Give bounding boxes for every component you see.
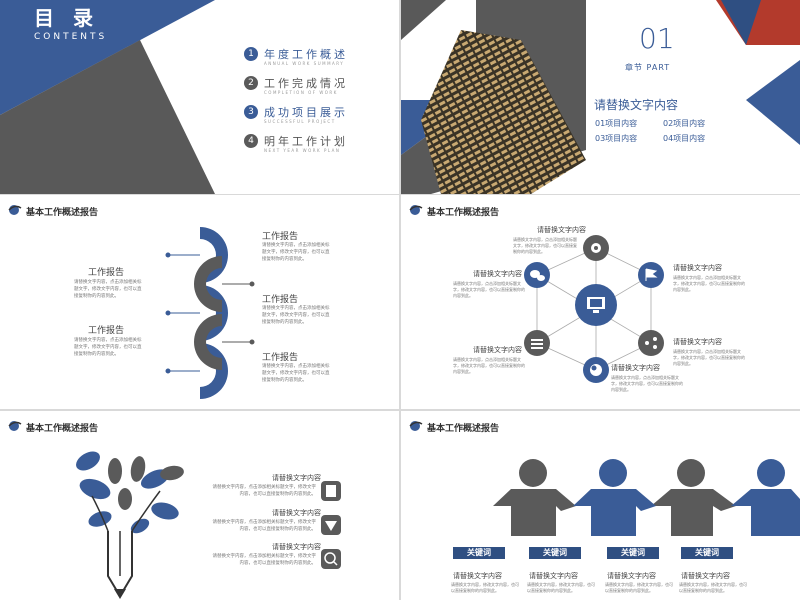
header-logo-icon — [409, 205, 423, 215]
tree-body-1: 请替换文字内容，点击添加相关标题文字，修改文字内容，也可以直接复制你的内容到此。 — [212, 485, 317, 497]
hex-body-top: 请替换文字内容，点击添加相关标题文字，修改文字内容，也可以直接复制你的内容到此。 — [513, 237, 577, 254]
hex-title-left-upper: 请替换文字内容 — [473, 270, 522, 278]
chapter-item-3[interactable]: 03项目内容 — [595, 134, 638, 143]
people-illustration — [493, 459, 800, 536]
fan-report-title-2: 工作报告 — [88, 268, 125, 278]
building-photo — [421, 30, 586, 194]
people-title-2: 请替换文字内容 — [529, 572, 578, 580]
tree-body-2: 请替换文字内容，点击添加相关标题文字，修改文字内容，也可以直接复制你的内容到此。 — [212, 520, 317, 532]
contents-background-shapes — [0, 0, 215, 194]
keyword-tag-4: 关键词 — [681, 547, 733, 559]
toc-number-2: 2 — [244, 76, 258, 90]
chapter-label: 章节 PART — [625, 63, 671, 72]
chapter-number: 01 — [639, 22, 675, 55]
fan-report-body-1: 请替换文字内容，点击添加相关标题文字，修改文字内容，也可以直接复制你的内容到此。 — [262, 243, 330, 262]
fan-report-title-5: 工作报告 — [262, 353, 299, 363]
slide-people[interactable]: 基本工作概述报告 关键词 关键词 关键词 关键词 请替换文字内容 请替换文字内容… — [401, 411, 800, 600]
keyword-tag-1: 关键词 — [453, 547, 505, 559]
chapter-item-1[interactable]: 01项目内容 — [595, 119, 638, 128]
people-title-1: 请替换文字内容 — [453, 572, 502, 580]
toc-item-2[interactable]: 工作完成情况 — [264, 77, 348, 90]
slide-header: 基本工作概述报告 — [26, 424, 99, 434]
contents-subtitle: CONTENTS — [34, 32, 108, 42]
hex-title-right-lower: 请替换文字内容 — [673, 338, 722, 346]
slide-contents[interactable]: 目 录 CONTENTS 1 年度工作概述 ANNUAL WORK SUMMAR… — [0, 0, 399, 194]
hex-body-right-lower: 请替换文字内容，点击添加相关标题文字，修改文字内容，也可以直接复制你的内容到此。 — [673, 349, 745, 366]
toc-number-3: 3 — [244, 105, 258, 119]
fan-report-title-4: 工作报告 — [88, 326, 125, 336]
keyword-tag-3: 关键词 — [607, 547, 659, 559]
toc-item-3[interactable]: 成功项目展示 — [264, 106, 348, 119]
hex-title-left-lower: 请替换文字内容 — [473, 346, 522, 354]
people-title-3: 请替换文字内容 — [607, 572, 656, 580]
chapter-item-4[interactable]: 04项目内容 — [663, 134, 706, 143]
tree-title-3: 请替换文字内容 — [272, 543, 321, 551]
toc-item-4-sub: NEXT YEAR WORK PLAN — [264, 148, 341, 153]
hex-body-left-lower: 请替换文字内容，点击添加相关标题文字，修改文字内容，也可以直接复制你的内容到此。 — [453, 357, 525, 374]
toc-item-1-sub: ANNUAL WORK SUMMARY — [264, 61, 345, 66]
people-title-4: 请替换文字内容 — [681, 572, 730, 580]
slide-header: 基本工作概述报告 — [26, 208, 99, 218]
toc-item-4[interactable]: 明年工作计划 — [264, 135, 348, 148]
fan-report-body-5: 请替换文字内容，点击添加相关标题文字，修改文字内容，也可以直接复制你的内容到此。 — [262, 364, 330, 383]
header-logo-icon — [8, 205, 22, 215]
people-body-3: 请替换文字内容，修改文字内容，也可以直接复制你的内容到此。 — [605, 582, 673, 593]
tree-title-2: 请替换文字内容 — [272, 509, 321, 517]
header-logo-icon — [409, 421, 423, 431]
fan-report-body-2: 请替换文字内容，点击添加相关标题文字，修改文字内容，也可以直接复制你的内容到此。 — [74, 280, 142, 299]
hex-title-right-upper: 请替换文字内容 — [673, 264, 722, 272]
hex-body-left-upper: 请替换文字内容，点击添加相关标题文字，修改文字内容，也可以直接复制你的内容到此。 — [453, 281, 525, 298]
toc-item-3-sub: SUCCESSFUL PROJECT — [264, 119, 336, 124]
fan-report-title-1: 工作报告 — [262, 232, 299, 242]
chapter-heading: 请替换文字内容 — [594, 98, 679, 112]
slide-header: 基本工作概述报告 — [427, 208, 500, 218]
hex-title-top: 请替换文字内容 — [537, 226, 586, 234]
people-body-1: 请替换文字内容，修改文字内容，也可以直接复制你的内容到此。 — [451, 582, 519, 593]
toc-number-4: 4 — [244, 134, 258, 148]
fan-report-body-4: 请替换文字内容，点击添加相关标题文字，修改文字内容，也可以直接复制你的内容到此。 — [74, 338, 142, 357]
slide-fan-report[interactable]: 基本工作概述报告 工作报告 请替换文字内容，点击添加相关标题文字，修改文字内容，… — [0, 195, 399, 409]
hex-title-bottom: 请替换文字内容 — [611, 364, 660, 372]
hexagon-diagram — [524, 235, 664, 383]
fan-report-title-3: 工作报告 — [262, 295, 299, 305]
slide-header: 基本工作概述报告 — [427, 424, 500, 434]
toc-item-2-sub: COMPLETION OF WORK — [264, 90, 338, 95]
tree-title-1: 请替换文字内容 — [272, 474, 321, 482]
contents-title: 目 录 — [34, 6, 99, 30]
hex-body-bottom: 请替换文字内容，点击添加相关标题文字，修改文字内容，也可以直接复制你的内容到此。 — [611, 375, 683, 392]
chapter-item-2[interactable]: 02项目内容 — [663, 119, 706, 128]
fan-diagram — [165, 227, 255, 399]
keyword-tag-2: 关键词 — [529, 547, 581, 559]
slide-chapter[interactable]: 01 章节 PART 请替换文字内容 01项目内容 02项目内容 03项目内容 … — [401, 0, 800, 194]
slide-hexagon[interactable]: 基本工作概述报告 请替换文字内容 请替换文字内容，点击添加相关标题文字，修改文字… — [401, 195, 800, 409]
fan-report-body-3: 请替换文字内容，点击添加相关标题文字，修改文字内容，也可以直接复制你的内容到此。 — [262, 306, 330, 325]
header-logo-icon — [8, 421, 22, 431]
tree-pencil-illustration — [76, 451, 341, 599]
slide-tree[interactable]: 基本工作概述报告 请替换文字内容 请替换文字内容，点击添加相关标题文字，修改文字… — [0, 411, 399, 600]
people-body-4: 请替换文字内容，修改文字内容，也可以直接复制你的内容到此。 — [679, 582, 747, 593]
chapter-background-shapes — [401, 0, 800, 194]
toc-number-1: 1 — [244, 47, 258, 61]
hex-body-right-upper: 请替换文字内容，点击添加相关标题文字，修改文字内容，也可以直接复制你的内容到此。 — [673, 275, 745, 292]
toc-item-1[interactable]: 年度工作概述 — [264, 48, 348, 61]
people-body-2: 请替换文字内容，修改文字内容，也可以直接复制你的内容到此。 — [527, 582, 595, 593]
tree-body-3: 请替换文字内容，点击添加相关标题文字，修改文字内容，也可以直接复制你的内容到此。 — [212, 554, 317, 566]
